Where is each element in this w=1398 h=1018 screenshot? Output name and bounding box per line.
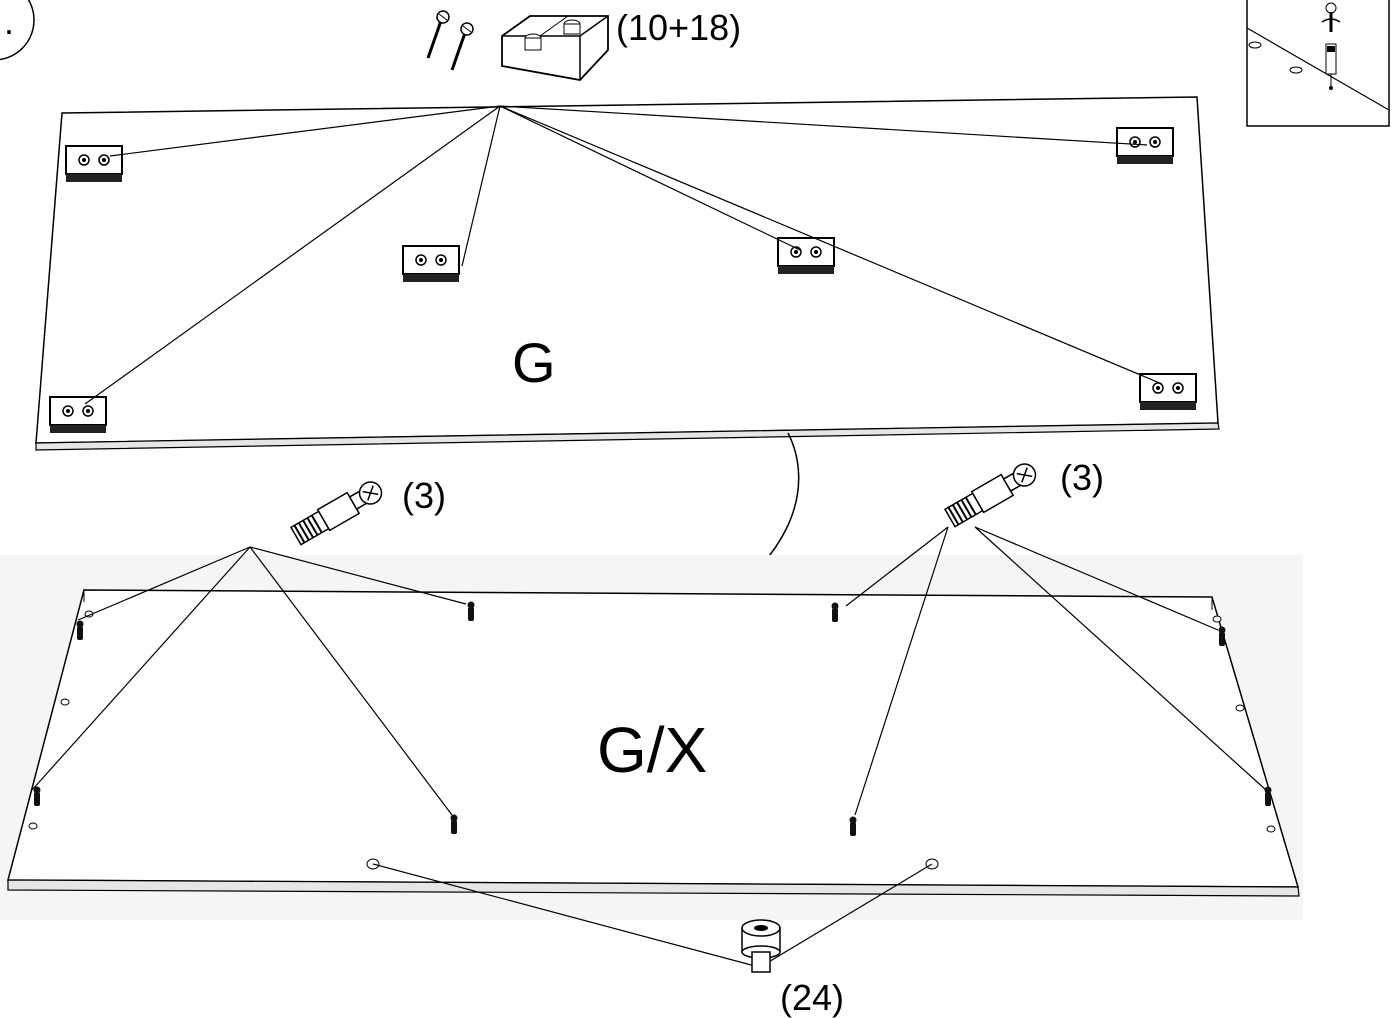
cam-dowel-left: (3)	[289, 475, 446, 546]
cam-dowel-left-quantity: (3)	[402, 475, 446, 516]
corner-block-icon	[501, 15, 609, 81]
dowel-3	[33, 786, 41, 806]
dowel-7	[849, 816, 857, 836]
step-number-badge: .	[0, 0, 35, 61]
panel-g-top-face	[35, 96, 1219, 444]
cam-lock: (24)	[741, 919, 844, 1018]
panel-gx-edge	[7, 879, 1300, 897]
panel-g-edge	[35, 422, 1220, 451]
corner-block-2	[402, 245, 460, 283]
cam-lock-quantity: (24)	[780, 977, 844, 1018]
panel-gx: G/X	[0, 526, 1303, 967]
screws-and-blocks-group: (10+18)	[426, 7, 741, 81]
panel-g-label: G	[512, 331, 556, 394]
dowel-6	[1218, 626, 1226, 646]
screws-blocks-quantity: (10+18)	[616, 7, 741, 48]
corner-block-6	[1139, 373, 1197, 411]
cam-dowel-icon	[289, 481, 383, 546]
inset-frame	[1246, 0, 1390, 127]
corner-block-4	[1116, 127, 1174, 165]
dowel-4	[450, 814, 458, 834]
cam-dowel-right-quantity: (3)	[1060, 457, 1104, 498]
screw-detail-icon	[1321, 2, 1341, 90]
cam-dowel-icon	[943, 463, 1037, 528]
corner-block-5	[49, 396, 107, 434]
step-number: .	[4, 1, 14, 42]
dowel-1	[76, 620, 84, 640]
step-circle	[0, 0, 35, 61]
panel-gx-label: G/X	[597, 714, 707, 786]
dowel-5	[831, 602, 839, 622]
panel-g: G	[35, 96, 1220, 451]
screw-icon	[426, 10, 450, 59]
callout-lines-gx	[31, 526, 1267, 967]
cam-dowel-right: (3)	[943, 457, 1104, 528]
dowel-2	[467, 601, 475, 621]
screw-icon	[450, 22, 474, 71]
cam-lock-icon	[741, 919, 781, 973]
corner-block-1	[65, 145, 123, 183]
callout-lines-g	[84, 105, 1163, 405]
inset-detail	[1246, 0, 1390, 127]
